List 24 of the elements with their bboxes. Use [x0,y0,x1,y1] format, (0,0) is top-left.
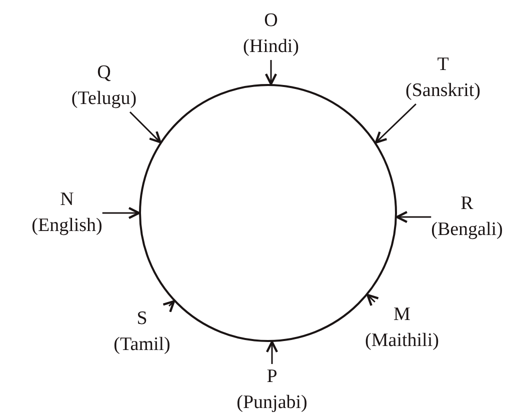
language-label: (Punjabi) [236,391,308,415]
person-letter: O [264,9,278,33]
person-letter: P [266,365,278,389]
person-letter: N [60,188,74,212]
facing-arrow [396,210,432,224]
facing-arrow [162,300,176,313]
language-label: (English) [32,214,102,238]
language-label: (Tamil) [114,333,170,357]
person-letter: Q [97,61,111,85]
person-letter: T [437,53,449,77]
language-label: (Maithili) [365,329,439,353]
person-letter: R [460,192,474,216]
facing-arrow [129,111,162,144]
facing-arrow [266,340,278,364]
facing-arrow [102,206,140,220]
language-label: (Sanskrit) [406,79,480,103]
language-label: (Hindi) [243,35,299,59]
facing-arrow [366,294,380,307]
language-label: (Telugu) [71,87,137,111]
facing-arrow [264,60,278,86]
language-label: (Bengali) [431,218,503,242]
person-letter: S [136,307,148,331]
person-letter: M [394,303,410,327]
facing-arrow [374,103,416,144]
